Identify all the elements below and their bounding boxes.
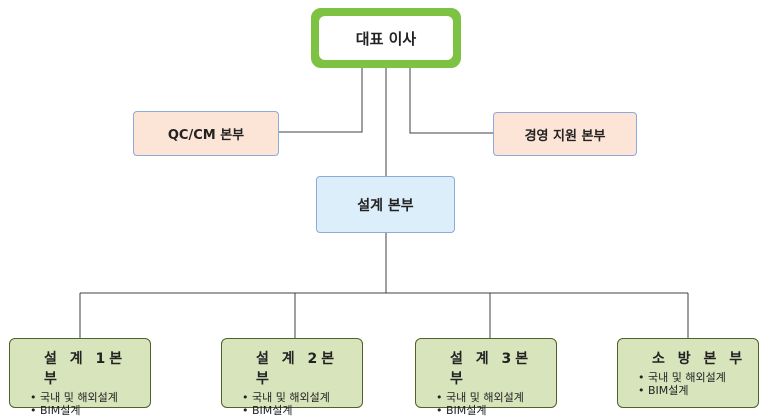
division-item: • 국내 및 해외설계	[30, 391, 118, 404]
division-title: 소 방 본 부	[652, 351, 747, 367]
division-title: 설 계 1본 부	[44, 351, 127, 387]
design-hq-box: 설계 본부	[316, 176, 455, 233]
division-item: • BIM설계	[638, 384, 689, 397]
division-box-1: 설 계 1본 부 • 국내 및 해외설계 • BIM설계	[9, 338, 151, 417]
ceo-mgmt-connector	[409, 68, 493, 134]
management-support-box: 경영 지원 본부	[493, 112, 637, 156]
division-item: • BIM설계	[436, 404, 487, 417]
division-box-2: 설 계 2본 부 • 국내 및 해외설계 • BIM설계	[221, 338, 363, 417]
ceo-label: 대표 이사	[319, 16, 453, 60]
division-box-3: 설 계 3본 부 • 국내 및 해외설계 • BIM설계	[415, 338, 557, 417]
ceo-box: 대표 이사	[311, 8, 461, 68]
division-box-4: 소 방 본 부 • 국내 및 해외설계 • BIM설계	[617, 338, 759, 408]
division-item: • 국내 및 해외설계	[436, 391, 524, 404]
division-item: • BIM설계	[30, 404, 81, 417]
ceo-qc-connector	[279, 68, 363, 133]
division-item: • BIM설계	[242, 404, 293, 417]
division-item: • 국내 및 해외설계	[242, 391, 330, 404]
division-title: 설 계 3본 부	[450, 351, 533, 387]
qc-cm-box: QC/CM 본부	[133, 111, 279, 156]
division-title: 설 계 2본 부	[256, 351, 339, 387]
division-item: • 국내 및 해외설계	[638, 371, 726, 384]
